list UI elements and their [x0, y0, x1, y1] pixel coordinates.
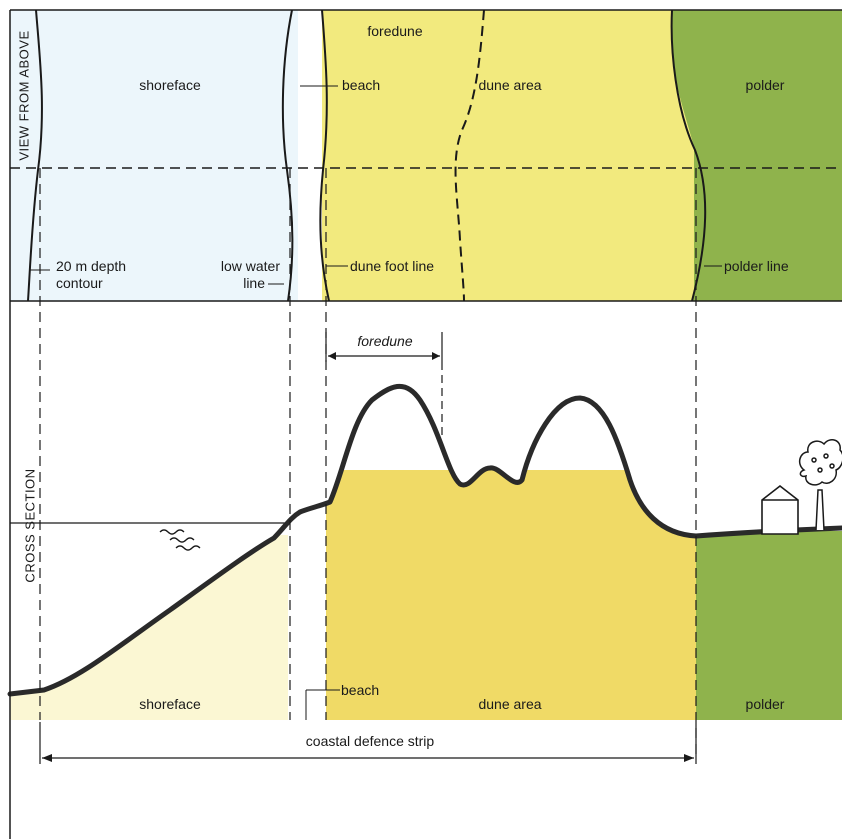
- view-from-above-title: VIEW FROM ABOVE: [16, 30, 32, 161]
- polder-zone: [671, 10, 842, 301]
- coastal-strip-arrow-left: [42, 754, 52, 762]
- low-water-line: [281, 9, 294, 302]
- foredune-arrow-right: [432, 352, 440, 360]
- terrain-profile: [7, 383, 842, 697]
- low-water-label-1: low water: [220, 258, 280, 274]
- beach-section-label: beach: [341, 682, 380, 698]
- polder-section-label: polder: [745, 696, 785, 712]
- polder-section-fill: [696, 530, 842, 720]
- polder-line: [670, 9, 707, 302]
- dune-foot-line-label: dune foot line: [350, 258, 435, 274]
- foredune-top-label: foredune: [367, 23, 423, 39]
- coastal-strip-arrow-right: [684, 754, 694, 762]
- beach-top-label: beach: [342, 77, 381, 93]
- polder-top-label: polder: [745, 77, 785, 93]
- dune-area-section-label: dune area: [478, 696, 542, 712]
- depth-contour-label-1: 20 m depth: [56, 258, 127, 274]
- waves-icon: [159, 529, 201, 551]
- foredune-section-label: foredune: [357, 333, 413, 349]
- dune-section-fill: [326, 470, 696, 720]
- depth-contour-label-2: contour: [56, 275, 103, 291]
- coastal-defence-strip-label: coastal defence strip: [305, 733, 435, 749]
- dune-foot-line: [319, 9, 330, 302]
- dune-zone-white-patch: [671, 10, 705, 301]
- shoreface-top-label: shoreface: [139, 77, 201, 93]
- shoreface-zone: [10, 10, 298, 301]
- sky-mask: [10, 301, 842, 694]
- view-from-above-panel: [10, 9, 842, 302]
- cross-section-title: CROSS SECTION: [22, 468, 38, 583]
- polder-line-label: polder line: [724, 258, 789, 274]
- cross-section-panel: [7, 168, 842, 764]
- shoreface-section-label: shoreface: [139, 696, 201, 712]
- dune-zone: [322, 10, 694, 301]
- tree-icon: [798, 439, 842, 531]
- depth-contour-line: [27, 9, 43, 302]
- house-icon: [761, 484, 799, 535]
- foredune-boundary-line: [454, 9, 485, 302]
- foredune-arrow-left: [328, 352, 336, 360]
- low-water-label-2: line: [243, 275, 265, 291]
- dune-area-top-label: dune area: [478, 77, 542, 93]
